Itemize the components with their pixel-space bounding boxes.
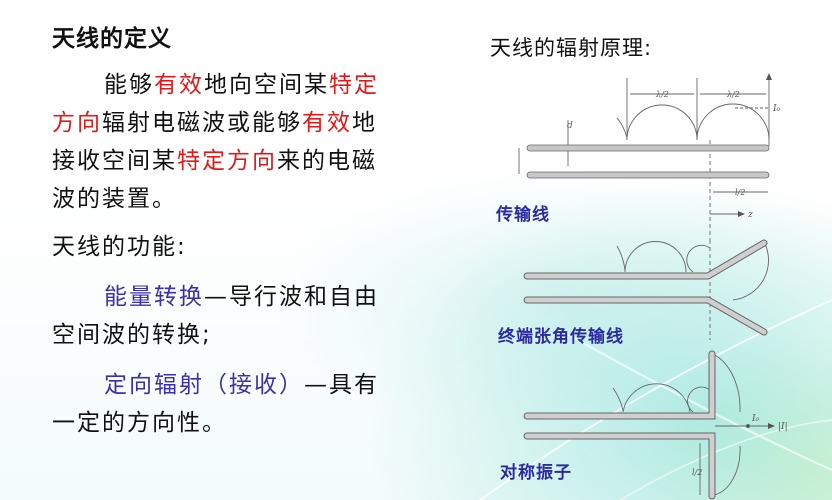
emphasis-red: 方向 [52,110,102,136]
label-half-length: l/2 [692,468,702,477]
function-item-1: 能量转换—导行波和自由 [52,278,412,316]
emphasis-blue: 能量转换 [104,284,204,310]
definition-heading: 天线的定义 [52,26,172,52]
function-item-1-cont: 空间波的转换; [52,322,212,348]
emphasis-red: 有效 [154,72,204,98]
transmission-line-conductors [526,144,770,179]
definition-line-3: 接收空间某特定方向来的电磁 [52,142,412,180]
caption-transmission-line: 传输线 [496,205,550,225]
function-heading: 天线的功能: [52,234,187,260]
text-span: 能够 [104,72,154,98]
definition-line-1: 能够有效地向空间某特定 [52,66,412,104]
radiation-title: 天线的辐射原理: [490,36,653,60]
label-current: I₀ [772,104,781,114]
text-span: —具有 [304,372,379,398]
caption-flared-line: 终端张角传输线 [498,327,624,347]
function-item-2: 定向辐射（接收）—具有 [52,366,412,404]
definition-line-4: 波的装置。 [52,186,177,212]
label-axis-z: z [747,210,753,220]
text-span: —导行波和自由 [204,284,379,310]
text-span: 接收空间某 [52,148,177,174]
emphasis-red: 特定方向 [177,148,277,174]
label-current: I₀ [751,414,760,424]
text-span: 地向空间某 [204,72,329,98]
function-item-2-cont: 一定的方向性。 [52,410,227,436]
emphasis-blue: 定向辐射（接收） [104,372,304,398]
label-half-length: l/2 [735,188,745,197]
text-span: 地 [352,110,377,136]
dipole-diagram [523,350,775,500]
label-half-wavelength: λ/2 [726,90,740,99]
caption-dipole: 对称振子 [500,463,572,483]
flared-line-diagram [523,239,769,340]
emphasis-red: 特定 [329,72,379,98]
transmission-line-diagram [518,73,772,240]
definition-line-2: 方向辐射电磁波或能够有效地 [52,104,412,142]
emphasis-red: 有效 [302,110,352,136]
text-column: 天线的定义 能够有效地向空间某特定 方向辐射电磁波或能够有效地 接收空间某特定方… [52,22,412,442]
label-half-wavelength: λ/2 [655,90,669,99]
label-current-abs: |I| [778,422,788,432]
text-span: 来的电磁 [277,148,377,174]
label-spacing: d [567,121,573,131]
text-span: 辐射电磁波或能够 [102,110,302,136]
